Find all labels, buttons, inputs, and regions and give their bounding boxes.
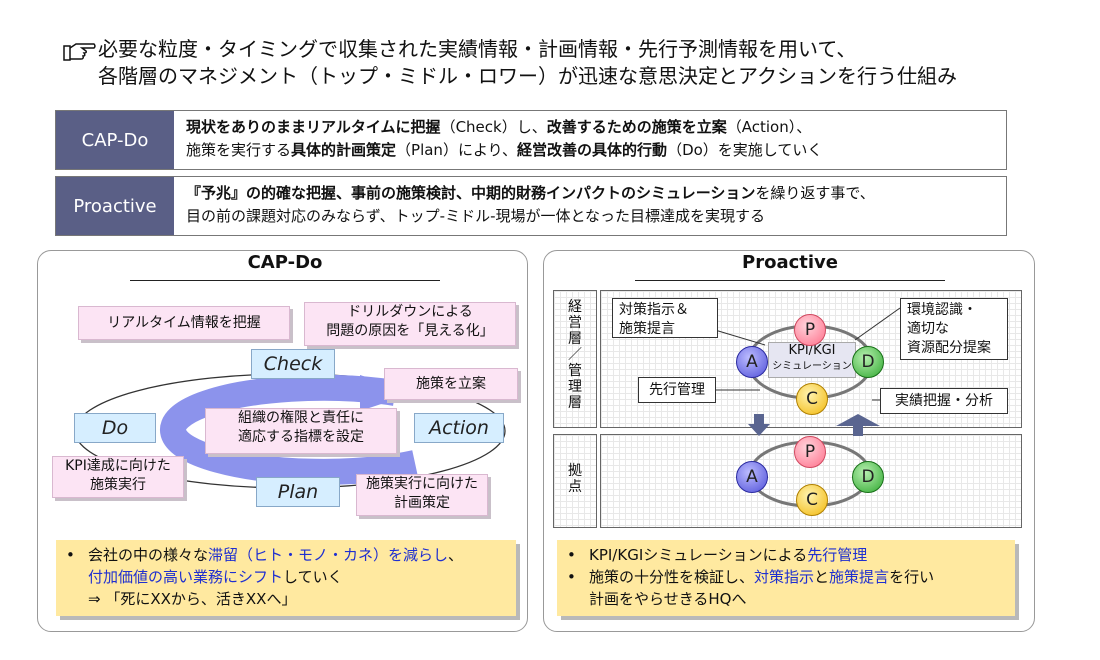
capdo-text-do: 経営改善の具体的行動	[517, 141, 668, 159]
management-char: 経	[568, 299, 582, 315]
capdo-summary-blue-2: 付加価値の高い業務にシフト	[88, 568, 284, 586]
capdo-summary: •会社の中の様々な滞留（ヒト・モノ・カネ）を減らし、 付加価値の高い業務にシフト…	[56, 540, 516, 616]
proactive-summary-text-c: と	[814, 568, 830, 586]
base-label-box: 拠 点	[553, 434, 597, 528]
note-drilldown-line1: ドリルダウンによる	[347, 304, 473, 320]
base-circle-d: D	[852, 461, 884, 493]
directive-line2: 施策提言	[619, 321, 675, 337]
capdo-text-check-tag: （Check）し、	[440, 118, 547, 136]
directive-line1: 対策指示＆	[619, 302, 689, 318]
simulation-line1: KPI/KGI	[788, 343, 836, 358]
env-line2: 適切な	[907, 321, 949, 337]
proactive-row-text: 『予兆』の的確な把握、事前の施策検討、中期的財務インパクトのシミュレーションを繰…	[186, 182, 875, 228]
note-center-line2: 適応する指標を設定	[238, 429, 364, 445]
up-arrow	[836, 414, 880, 436]
proactive-panel-title: Proactive	[742, 252, 838, 273]
base-char: 拠	[568, 463, 582, 479]
capdo-text-plan-tag: （Plan）により、	[396, 141, 518, 159]
management-label: 経 営 層 ／ 管 理 層	[554, 291, 596, 411]
phase-action: Action	[414, 413, 504, 443]
base-circle-p: P	[794, 436, 826, 468]
base-label: 拠 点	[554, 435, 596, 495]
management-char: ／	[568, 347, 582, 363]
phase-do: Do	[74, 413, 156, 443]
base-circle-c: C	[796, 484, 828, 516]
capdo-row-label: CAP-Do	[56, 111, 174, 169]
note-kpi-line2: 施策実行	[90, 477, 146, 493]
note-kpi: KPI達成に向けた 施策実行	[52, 456, 184, 498]
lead-management-box: 先行管理	[638, 377, 716, 403]
simulation-line2: シミュレーション	[772, 361, 852, 372]
proactive-definition-row: Proactive 『予兆』の的確な把握、事前の施策検討、中期的財務インパクトの…	[55, 176, 1007, 236]
proactive-text-line2: 目の前の課題対応のみならず、トップ-ミドル-現場が一体となった目標達成を実現する	[186, 207, 766, 225]
mgmt-circle-p: P	[794, 314, 826, 346]
phase-plan: Plan	[256, 477, 340, 507]
capdo-summary-comma: 、	[448, 546, 464, 564]
cycle-arrow-band	[160, 374, 418, 485]
management-char: 営	[568, 315, 582, 331]
capdo-summary-blue-1: 滞留（ヒト・モノ・カネ）を減らし	[208, 546, 449, 564]
proactive-summary-text-e: を行い	[889, 568, 935, 586]
note-plan-action: 施策を立案	[384, 368, 518, 400]
note-center-indicators: 組織の権限と責任に 適応する指標を設定	[205, 408, 397, 454]
proactive-text-tail: を繰り返す事で、	[755, 184, 875, 202]
environment-box: 環境認識・ 適切な 資源配分提案	[900, 298, 1008, 360]
capdo-text-l2a: 施策を実行する	[186, 141, 292, 159]
base-char: 点	[568, 479, 582, 495]
capdo-summary-conclusion: ⇒ 「死にXXから、活きXXへ」	[88, 590, 297, 608]
capdo-title-underline	[130, 280, 440, 281]
mgmt-circle-c: C	[796, 383, 828, 415]
capdo-summary-text-e: していく	[283, 568, 343, 586]
actual-analysis-box: 実績把握・分析	[880, 388, 1008, 414]
management-char: 層	[568, 395, 582, 411]
pointing-hand-icon	[63, 43, 96, 61]
proactive-row-label: Proactive	[56, 177, 174, 235]
proactive-summary-blue-2: 対策指示	[754, 568, 815, 586]
title-line-2: 各階層のマネジメント（トップ・ミドル・ロワー）が迅速な意思決定とアクションを行う…	[98, 64, 957, 88]
note-kpi-line1: KPI達成に向けた	[65, 458, 171, 474]
capdo-text-action-tag: （Action）、	[726, 118, 812, 136]
proactive-summary-blue-1: 先行管理	[807, 546, 868, 564]
proactive-summary-text-b: 施策の十分性を検証し、	[589, 568, 755, 586]
management-char: 管	[568, 363, 582, 379]
note-realtime: リアルタイム情報を把握	[78, 306, 290, 340]
proactive-title-underline	[635, 280, 945, 281]
kpi-simulation-box: KPI/KGI シミュレーション	[768, 342, 856, 378]
note-drilldown-line2: 問題の原因を「見える化」	[326, 323, 494, 339]
directive-box: 対策指示＆ 施策提言	[612, 298, 718, 338]
down-arrow	[748, 414, 770, 436]
capdo-summary-text-a: 会社の中の様々な	[88, 546, 209, 564]
mgmt-circle-d: D	[852, 346, 884, 378]
env-line3: 資源配分提案	[907, 340, 991, 356]
note-exec-line2: 計画策定	[394, 495, 450, 511]
page-title: 必要な粒度・タイミングで収集された実績情報・計画情報・先行予測情報を用いて、 各…	[98, 36, 957, 90]
management-char: 理	[568, 379, 582, 395]
phase-check: Check	[251, 349, 335, 379]
management-char: 層	[568, 331, 582, 347]
proactive-text-bold: 『予兆』の的確な把握、事前の施策検討、中期的財務インパクトのシミュレーション	[186, 184, 756, 202]
connector-env	[854, 307, 901, 341]
note-exec-line1: 施策実行に向けた	[366, 476, 478, 492]
title-line-1: 必要な粒度・タイミングで収集された実績情報・計画情報・先行予測情報を用いて、	[98, 37, 857, 61]
capdo-text-plan: 具体的計画策定	[291, 141, 397, 159]
note-drilldown: ドリルダウンによる 問題の原因を「見える化」	[304, 302, 516, 346]
capdo-text-action: 改善するための施策を立案	[546, 118, 727, 136]
capdo-panel-title: CAP-Do	[247, 252, 323, 273]
env-line1: 環境認識・	[907, 302, 977, 318]
proactive-summary-text-a: KPI/KGIシミュレーションによる	[589, 546, 808, 564]
proactive-summary-text-f: 計画をやらせきるHQへ	[589, 590, 747, 608]
mgmt-circle-a: A	[736, 346, 768, 378]
management-label-box: 経 営 層 ／ 管 理 層	[553, 290, 597, 428]
base-circle-a: A	[736, 461, 768, 493]
connector-directive	[714, 329, 766, 346]
proactive-summary: •KPI/KGIシミュレーションによる先行管理 •施策の十分性を検証し、対策指示…	[557, 540, 1015, 616]
note-center-line1: 組織の権限と責任に	[238, 410, 364, 426]
capdo-text-check: 現状をありのままリアルタイムに把握	[186, 118, 441, 136]
capdo-definition-row: CAP-Do 現状をありのままリアルタイムに把握（Check）し、改善するための…	[55, 110, 1007, 170]
capdo-row-text: 現状をありのままリアルタイムに把握（Check）し、改善するための施策を立案（A…	[186, 116, 822, 162]
proactive-summary-blue-3: 施策提言	[829, 568, 890, 586]
note-exec-planning: 施策実行に向けた 計画策定	[356, 474, 488, 516]
capdo-text-do-tag: （Do）を実施していく	[667, 141, 823, 159]
